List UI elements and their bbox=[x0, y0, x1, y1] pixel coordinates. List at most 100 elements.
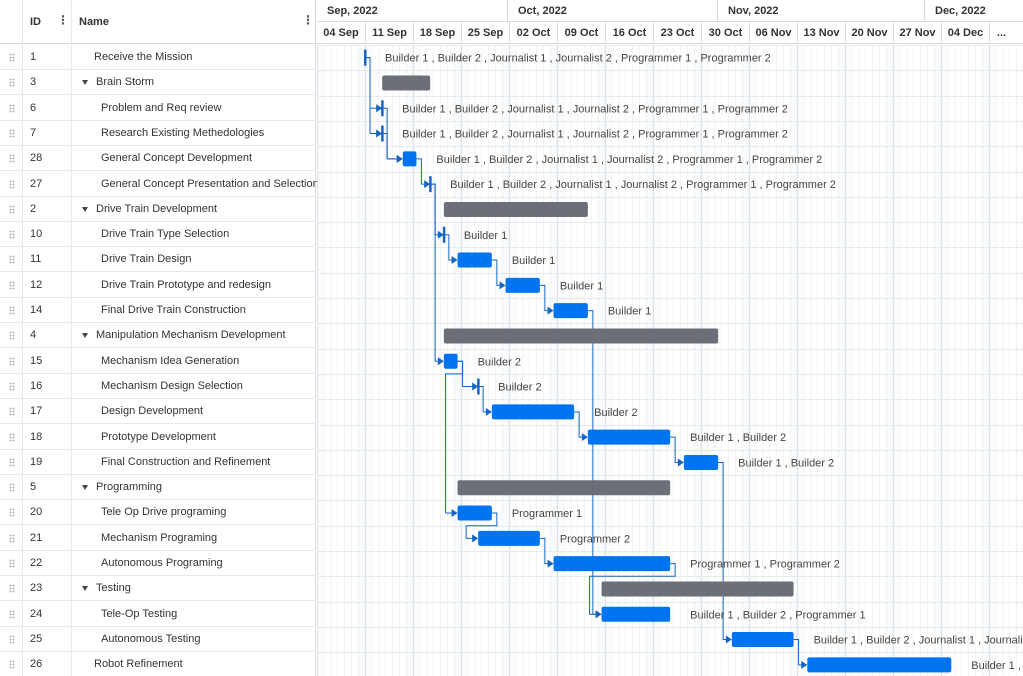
row-drag-handle-icon[interactable] bbox=[9, 306, 15, 315]
row-drag-handle-icon[interactable] bbox=[9, 331, 15, 341]
summary-bar[interactable] bbox=[443, 201, 588, 217]
summary-bar[interactable] bbox=[457, 480, 671, 496]
summary-bar[interactable] bbox=[601, 581, 794, 597]
task-bar[interactable] bbox=[457, 505, 492, 521]
row-drag-handle-icon[interactable] bbox=[9, 483, 15, 493]
weekend-stripe bbox=[509, 45, 516, 676]
summary-bar[interactable] bbox=[382, 75, 431, 91]
row-drag-handle-icon[interactable] bbox=[9, 407, 15, 417]
row-id: 23 bbox=[30, 582, 43, 595]
row-drag-handle-icon[interactable] bbox=[9, 179, 15, 189]
task-bar[interactable] bbox=[683, 454, 719, 470]
row-drag-handle-icon[interactable] bbox=[9, 381, 15, 391]
row-drag-handle-icon[interactable] bbox=[9, 457, 15, 467]
task-bar[interactable] bbox=[505, 277, 540, 293]
task-bar[interactable] bbox=[443, 353, 458, 369]
row-drag-handle-icon[interactable] bbox=[9, 53, 15, 62]
weekend-stripe bbox=[838, 45, 845, 676]
column-header-id[interactable]: ID bbox=[30, 16, 41, 28]
milestone-marker[interactable] bbox=[442, 226, 446, 243]
column-divider[interactable] bbox=[71, 0, 72, 676]
column-header-name[interactable]: Name bbox=[79, 16, 109, 28]
row-drag-handle-icon[interactable] bbox=[9, 508, 15, 518]
row-drag-handle-icon[interactable] bbox=[9, 280, 15, 290]
timeline-month: Oct, 2022 bbox=[507, 0, 717, 22]
milestone-marker[interactable] bbox=[477, 378, 480, 395]
task-bar[interactable] bbox=[491, 404, 575, 420]
milestone-marker[interactable] bbox=[381, 125, 384, 142]
task-bar[interactable] bbox=[807, 657, 952, 673]
task-bar[interactable] bbox=[553, 303, 588, 319]
weekend-stripe bbox=[557, 45, 564, 676]
collapse-chevron-icon[interactable] bbox=[82, 485, 88, 491]
milestone-marker[interactable] bbox=[381, 100, 384, 117]
row-id: 12 bbox=[30, 278, 43, 291]
row-drag-handle-icon[interactable] bbox=[9, 255, 15, 265]
summary-bar[interactable] bbox=[443, 328, 719, 344]
collapse-chevron-icon[interactable] bbox=[82, 206, 88, 212]
grid-header: ID ⋮ Name ⋮ bbox=[0, 0, 316, 44]
row-drag-handle-icon[interactable] bbox=[9, 78, 15, 88]
task-bar[interactable] bbox=[731, 632, 794, 648]
row-drag-handle-icon[interactable] bbox=[9, 660, 15, 670]
row-drag-handle-icon[interactable] bbox=[9, 103, 15, 113]
row-drag-handle-icon[interactable] bbox=[9, 584, 15, 594]
row-name: Drive Train Design bbox=[101, 253, 192, 266]
task-bar[interactable] bbox=[553, 556, 671, 572]
task-bar[interactable] bbox=[587, 429, 671, 445]
row-drag-handle-icon[interactable] bbox=[9, 432, 15, 442]
row-drag-handle-icon[interactable] bbox=[9, 128, 15, 138]
task-bar[interactable] bbox=[478, 530, 540, 546]
row-name: Programming bbox=[96, 481, 163, 494]
timeline-week: 23 Oct bbox=[653, 22, 701, 44]
task-bar[interactable] bbox=[601, 606, 671, 622]
row-name: Design Development bbox=[101, 405, 204, 418]
gantt-chart: Builder 1 , Builder 2 , Journalist 1 , J… bbox=[317, 0, 1023, 676]
task-bar[interactable] bbox=[457, 252, 492, 268]
timeline-week: 13 Nov bbox=[797, 22, 845, 44]
milestone-marker[interactable] bbox=[429, 176, 432, 193]
task-bar[interactable] bbox=[402, 151, 417, 167]
collapse-chevron-icon[interactable] bbox=[82, 80, 88, 86]
row-drag-handle-icon[interactable] bbox=[9, 356, 15, 366]
row-drag-handle-icon[interactable] bbox=[9, 609, 15, 619]
collapse-chevron-icon[interactable] bbox=[82, 333, 88, 339]
row-drag-handle-icon[interactable] bbox=[9, 559, 15, 568]
collapse-chevron-icon[interactable] bbox=[82, 586, 88, 592]
row-drag-handle-icon[interactable] bbox=[9, 634, 15, 644]
row-drag-handle-icon[interactable] bbox=[9, 204, 15, 214]
column-menu-id-icon[interactable]: ⋮ bbox=[57, 13, 69, 27]
milestone-marker[interactable] bbox=[364, 49, 367, 66]
row-drag-handle-icon[interactable] bbox=[9, 230, 15, 240]
row-drag-handle-icon[interactable] bbox=[9, 154, 15, 164]
row-drag-handle-icon[interactable] bbox=[9, 533, 15, 543]
row-id: 16 bbox=[30, 379, 43, 392]
column-divider[interactable] bbox=[22, 0, 23, 676]
column-menu-name-icon[interactable]: ⋮ bbox=[302, 13, 314, 27]
